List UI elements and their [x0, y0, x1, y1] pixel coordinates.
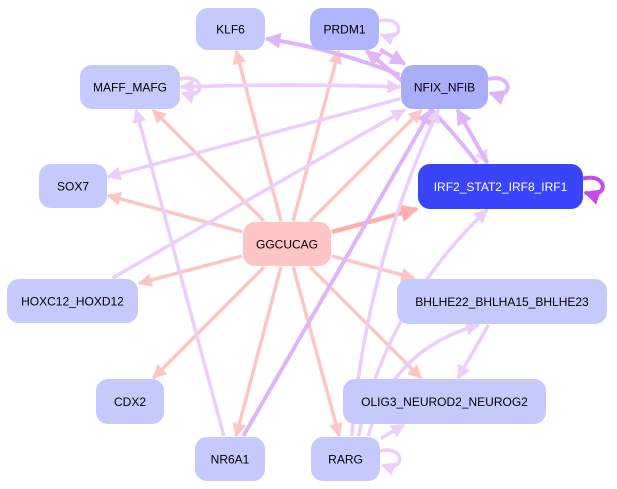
node-sox7[interactable]: SOX7	[39, 164, 107, 208]
node-hoxc12-hoxd12[interactable]: HOXC12_HOXD12	[7, 279, 138, 323]
node-label: SOX7	[57, 180, 89, 194]
node-cdx2[interactable]: CDX2	[96, 379, 164, 424]
edge-hoxc12-hoxd12-to-nfix-nfib	[111, 108, 406, 280]
node-box[interactable]	[397, 279, 607, 324]
node-label: HOXC12_HOXD12	[21, 295, 124, 309]
node-box[interactable]	[195, 437, 265, 481]
edge-ggcucag-to-nr6a1	[232, 266, 283, 438]
node-irf2-stat2-irf8-irf1[interactable]: IRF2_STAT2_IRF8_IRF1	[418, 164, 583, 209]
node-box[interactable]	[418, 164, 583, 209]
node-bhlhe22-bhlha15-bhlhe23[interactable]: BHLHE22_BHLHA15_BHLHE23	[397, 279, 607, 324]
node-box[interactable]	[310, 8, 379, 50]
edge-ggcucag-to-rarg	[291, 266, 343, 438]
edge-irf2-stat2-irf8-irf1-to-irf2-stat2-irf8-irf1	[582, 175, 605, 205]
node-label: BHLHE22_BHLHA15_BHLHE23	[415, 295, 589, 309]
node-box[interactable]	[196, 8, 265, 50]
edge-nr6a1-to-nfix-nfib	[241, 108, 433, 437]
node-box[interactable]	[311, 437, 380, 481]
node-label: CDX2	[114, 395, 146, 409]
edge-ggcucag-to-irf2-stat2-irf8-irf1	[331, 204, 419, 235]
node-label: MAFF_MAFG	[93, 81, 167, 95]
node-box[interactable]	[243, 222, 331, 266]
edge-bhlhe22-bhlha15-bhlhe23-to-olig3-neurod2-neurog2	[456, 324, 491, 380]
edge-prdm1-to-nfix-nfib	[378, 47, 407, 66]
node-prdm1[interactable]: PRDM1	[310, 8, 379, 50]
node-olig3-neurod2-neurog2[interactable]: OLIG3_NEUROD2_NEUROG2	[343, 379, 546, 424]
node-box[interactable]	[343, 379, 546, 424]
edge-rarg-to-olig3-neurod2-neurog2	[380, 423, 406, 440]
edge-ggcucag-to-prdm1	[291, 49, 343, 222]
node-label: NR6A1	[211, 453, 250, 467]
node-nfix-nfib[interactable]: NFIX_NFIB	[401, 65, 488, 109]
edge-nfix-nfib-to-klf6	[264, 32, 401, 77]
node-label: GGCUCAG	[256, 238, 318, 252]
edge-ggcucag-to-hoxc12-hoxd12	[137, 254, 243, 287]
edge-nfix-nfib-to-nfix-nfib	[487, 76, 510, 106]
node-rarg[interactable]: RARG	[311, 437, 380, 481]
node-box[interactable]	[39, 164, 107, 208]
node-klf6[interactable]: KLF6	[196, 8, 265, 50]
edge-maff-mafg-to-maff-mafg	[179, 76, 202, 104]
node-ggcucag[interactable]: GGCUCAG	[243, 222, 331, 266]
node-label: RARG	[328, 453, 363, 467]
node-box[interactable]	[7, 279, 138, 323]
edge-ggcucag-to-nfix-nfib	[308, 108, 423, 223]
node-label: IRF2_STAT2_IRF8_IRF1	[434, 180, 568, 194]
edge-nfix-nfib-to-maff-mafg	[179, 79, 401, 94]
node-label: PRDM1	[323, 23, 365, 37]
node-box[interactable]	[401, 65, 488, 109]
edge-ggcucag-to-cdx2	[152, 265, 266, 380]
node-maff-mafg[interactable]: MAFF_MAFG	[80, 65, 180, 109]
node-label: KLF6	[216, 23, 245, 37]
edge-irf2-stat2-irf8-irf1-to-nfix-nfib	[455, 108, 490, 164]
edge-prdm1-to-prdm1	[378, 18, 401, 46]
node-nr6a1[interactable]: NR6A1	[195, 437, 265, 481]
edge-nr6a1-to-maff-mafg	[132, 108, 226, 437]
node-box[interactable]	[80, 65, 180, 109]
node-label: OLIG3_NEUROD2_NEUROG2	[361, 395, 528, 409]
node-label: NFIX_NFIB	[414, 81, 475, 95]
edge-ggcucag-to-maff-mafg	[151, 108, 266, 223]
edge-rarg-to-rarg	[379, 448, 402, 476]
edge-nfix-nfib-to-sox7	[106, 97, 401, 181]
edge-ggcucag-to-sox7	[106, 192, 243, 234]
node-box[interactable]	[96, 379, 164, 424]
